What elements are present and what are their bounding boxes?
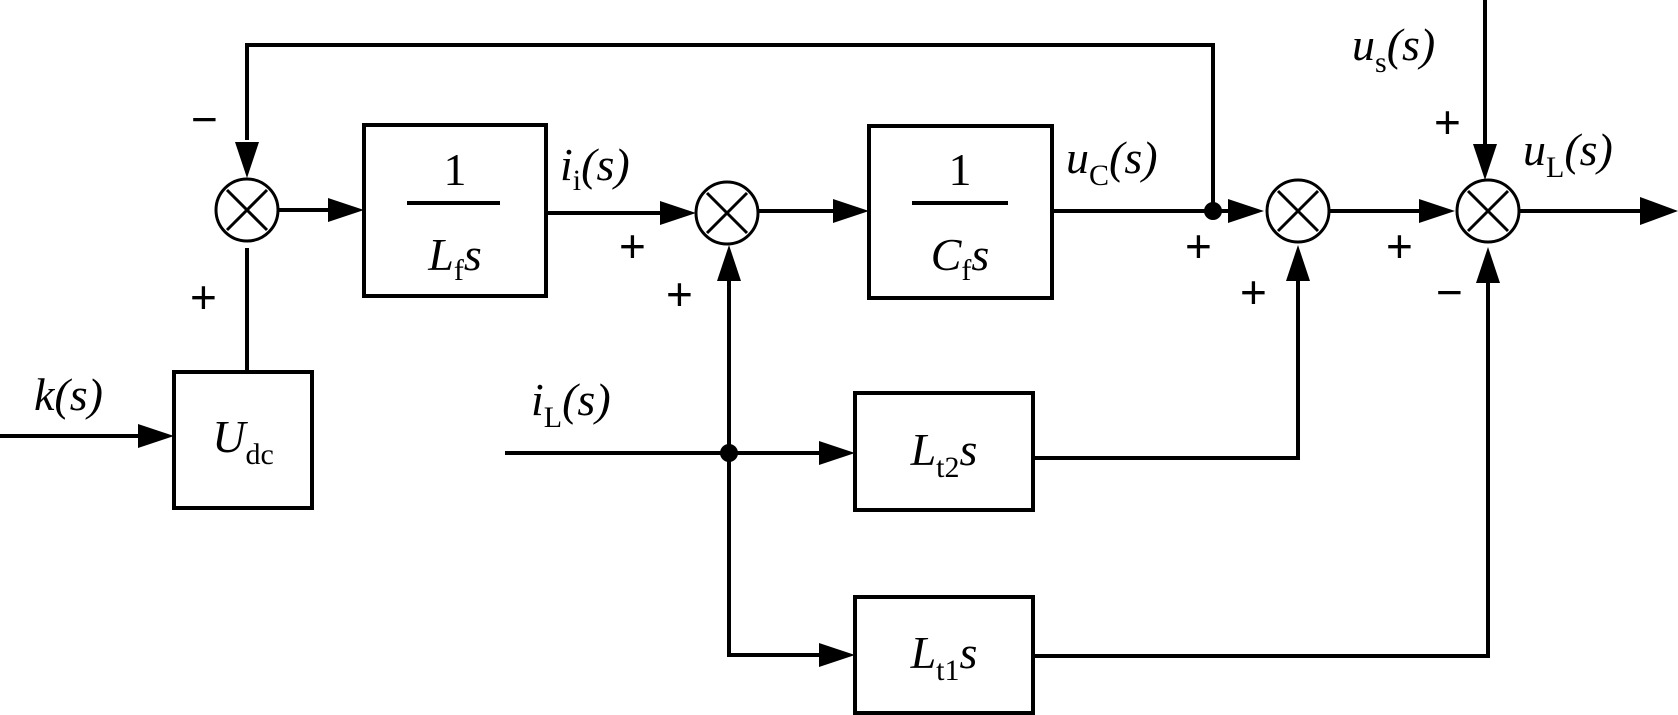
block-udc: Udc — [172, 370, 314, 510]
block-lt1-s: Lt1s — [853, 595, 1035, 715]
block-lt2-s: Lt2s — [853, 391, 1035, 512]
sign-sj1-top: − — [191, 93, 218, 145]
signal-label-ii: ii(s) — [560, 139, 630, 197]
sign-sj2-left: + — [619, 220, 646, 272]
signal-label-k: k(s) — [34, 369, 103, 420]
summing-junction-3 — [1265, 178, 1331, 244]
sign-sj3-left: + — [1185, 220, 1212, 272]
signal-label-uc: uC(s) — [1066, 132, 1158, 192]
block-udc-label: Udc — [212, 411, 274, 471]
block-lf-numerator: 1 — [444, 144, 467, 195]
signal-label-us: us(s) — [1352, 19, 1435, 79]
sign-sj1-bottom: + — [190, 271, 217, 323]
sign-sj4-top: + — [1434, 96, 1461, 148]
summing-junction-1 — [214, 177, 280, 243]
summing-junction-2 — [694, 180, 760, 246]
block-1-over-lf-s: 1 Lfs — [362, 123, 548, 298]
block-1-over-cf-s: 1 Cfs — [867, 124, 1054, 300]
block-cf-numerator: 1 — [949, 144, 972, 195]
summing-junction-4 — [1455, 178, 1521, 244]
block-cf-denominator: Cfs — [931, 229, 990, 287]
junction-dot-uc — [1204, 202, 1222, 220]
signal-wires — [0, 0, 1640, 658]
sign-sj4-left: + — [1386, 220, 1413, 272]
signal-label-ul: uL(s) — [1523, 124, 1613, 184]
sign-sj2-bottom: + — [666, 268, 693, 320]
block-lt1-label: Lt1s — [910, 627, 978, 687]
junction-dot-il — [720, 444, 738, 462]
sign-sj3-bottom: + — [1240, 266, 1267, 318]
signal-label-il: iL(s) — [531, 374, 611, 434]
block-lt2-label: Lt2s — [910, 424, 978, 484]
sign-sj4-bottom: − — [1436, 266, 1463, 318]
block-lf-denominator: Lfs — [427, 229, 482, 287]
